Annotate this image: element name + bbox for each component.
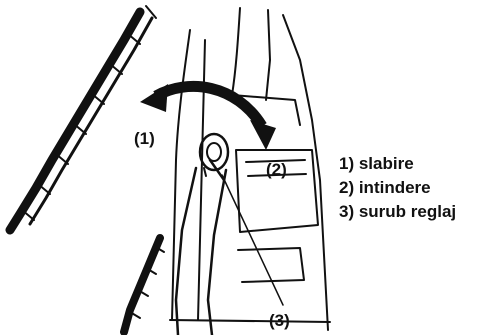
chainsaw-side-cover — [170, 8, 330, 330]
leader-line-3 — [222, 175, 283, 305]
callout-3: (3) — [269, 312, 290, 329]
legend-item-adjusting-screw: 3) surub reglaj — [339, 200, 456, 224]
legend-item-loosen: 1) slabire — [339, 152, 456, 176]
callout-2: (2) — [266, 161, 287, 178]
adjusting-screw — [200, 134, 228, 176]
callout-1: (1) — [134, 130, 155, 147]
saw-chain-lower — [124, 238, 164, 332]
legend: 1) slabire 2) intindere 3) surub reglaj — [339, 152, 456, 224]
saw-chain-upper — [10, 6, 156, 230]
legend-item-tighten: 2) intindere — [339, 176, 456, 200]
rotation-arrow — [140, 84, 276, 150]
